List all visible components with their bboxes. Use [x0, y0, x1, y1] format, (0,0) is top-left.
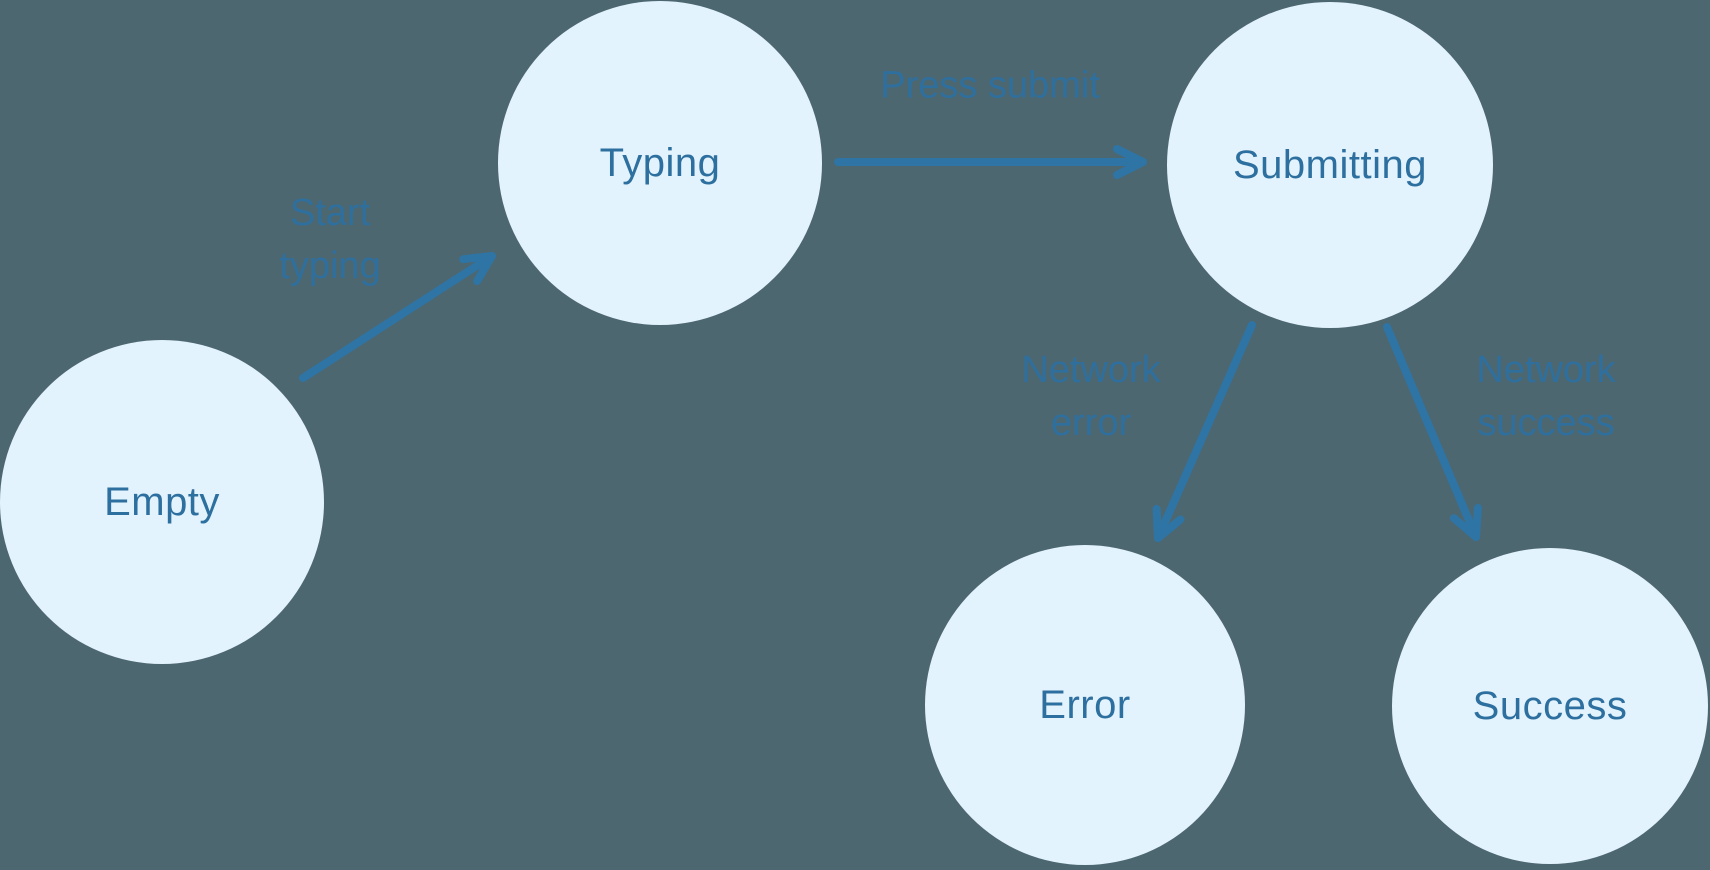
state-node-submitting: Submitting	[1167, 2, 1493, 328]
state-node-error: Error	[925, 545, 1245, 865]
transition-arrow-typing-submitting	[834, 145, 1147, 179]
state-label-typing: Typing	[599, 140, 721, 185]
transition-label-start-typing: Start typing	[279, 192, 381, 287]
transition-label-network-success: Network success	[1476, 349, 1616, 444]
state-label-error: Error	[1039, 682, 1131, 727]
transition-arrow-submitting-success	[1383, 323, 1482, 541]
transition-label-press-submit: Press submit	[880, 64, 1100, 107]
state-node-empty: Empty	[0, 340, 324, 664]
state-label-submitting: Submitting	[1233, 142, 1427, 187]
state-label-success: Success	[1472, 683, 1628, 728]
state-node-success: Success	[1392, 548, 1708, 864]
transition-label-network-error: Network error	[1021, 349, 1161, 444]
state-node-typing: Typing	[498, 1, 822, 325]
transition-arrow-submitting-error	[1152, 321, 1256, 542]
state-label-empty: Empty	[104, 479, 220, 524]
